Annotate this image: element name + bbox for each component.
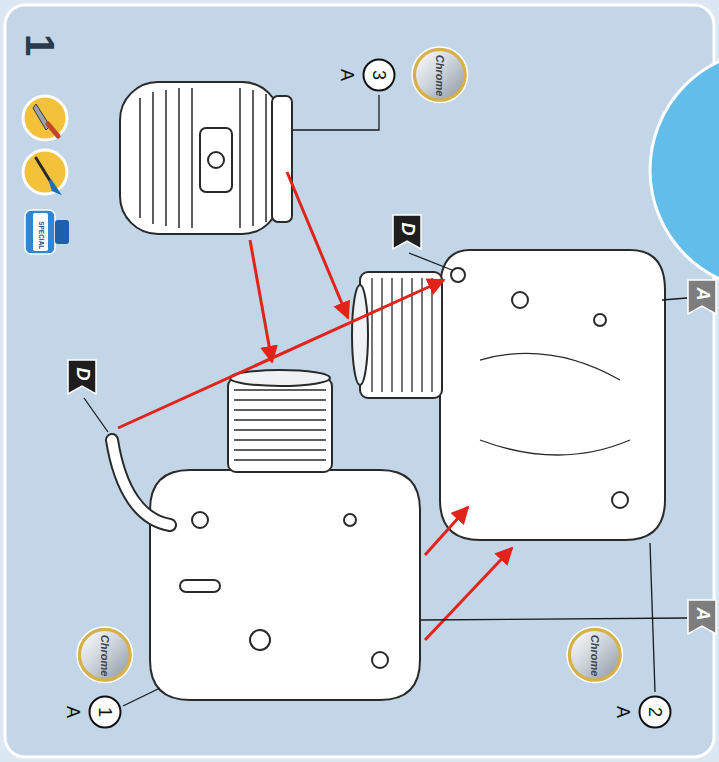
flag-shape xyxy=(688,600,716,634)
cooling-fins xyxy=(234,390,326,460)
callout-number: 3 xyxy=(370,58,388,92)
cylinder-bore xyxy=(230,370,330,386)
flag-letter: A xyxy=(693,608,711,621)
callout-marker: 3A xyxy=(332,58,396,92)
leader-lines xyxy=(84,95,687,706)
icon-disc xyxy=(23,96,67,140)
leader-line xyxy=(123,688,160,706)
bottle-body xyxy=(25,210,55,254)
cylinder-head xyxy=(120,82,292,234)
assembly-arrow xyxy=(118,280,444,428)
cylinder xyxy=(360,272,442,398)
flag-letter: D xyxy=(398,223,416,236)
mount-hole xyxy=(372,652,388,668)
case-ridge xyxy=(480,353,630,455)
plug-boss xyxy=(200,128,232,192)
callout-number: 2 xyxy=(646,695,664,729)
badge-face xyxy=(571,631,619,679)
finish-label: Chrome xyxy=(435,54,446,96)
plug-hole xyxy=(208,152,224,168)
part-flag: A xyxy=(688,600,716,634)
finish-label: Chrome xyxy=(100,634,111,676)
pipe-socket xyxy=(451,268,465,282)
mount-hole xyxy=(250,630,270,650)
assembly-arrow xyxy=(287,172,348,318)
callout-marker: 2A xyxy=(608,695,672,729)
badge-face xyxy=(416,51,464,99)
case-body xyxy=(150,470,420,700)
product-label: SPECIAL xyxy=(37,221,44,249)
mount-hole xyxy=(344,514,356,526)
part-flag: D xyxy=(68,360,96,394)
pipe-outline xyxy=(112,440,170,525)
cylinder-bore xyxy=(352,285,368,385)
badge-face xyxy=(81,631,129,679)
knife-handle xyxy=(48,124,58,136)
leader-line xyxy=(409,253,452,270)
brush-icon xyxy=(23,150,67,194)
chrome-badge: Chrome xyxy=(76,626,134,684)
pipe-fill xyxy=(112,440,170,525)
flag-shape xyxy=(393,215,421,249)
mount-hole xyxy=(192,512,208,528)
part-letter: A xyxy=(614,697,632,727)
knife-icon xyxy=(23,96,67,140)
leader-line xyxy=(293,95,379,130)
product-label-box: SPECIAL xyxy=(26,223,54,241)
part-flag: A xyxy=(688,280,716,314)
mount-hole xyxy=(612,492,628,508)
page-tab xyxy=(650,50,719,290)
badge-ring xyxy=(77,627,133,683)
part-flag: D xyxy=(393,215,421,249)
head-flange xyxy=(272,96,292,222)
step-number-box: 1 xyxy=(29,25,51,65)
leader-line xyxy=(650,543,655,692)
flag-shape xyxy=(68,360,96,394)
brush-tip xyxy=(50,180,58,192)
badge-ring xyxy=(412,47,468,103)
leader-line xyxy=(84,398,108,432)
chrome-badge: Chrome xyxy=(566,626,624,684)
bottle-cap xyxy=(55,220,69,244)
intake-pipe xyxy=(112,440,170,525)
cooling-fins xyxy=(140,88,266,228)
glue-bottle-icon xyxy=(25,210,69,254)
mount-hole xyxy=(594,314,606,326)
assembly-arrows xyxy=(118,172,512,640)
head-body xyxy=(120,82,280,234)
callout-marker: 1A xyxy=(58,695,122,729)
cylinder xyxy=(228,378,332,472)
assembly-arrow xyxy=(425,548,512,640)
flag-letter: D xyxy=(73,368,91,381)
icon-disc xyxy=(23,150,67,194)
step-number: 1 xyxy=(20,34,60,56)
callout-number: 1 xyxy=(96,695,114,729)
part-letter: A xyxy=(64,697,82,727)
chrome-badge: Chrome xyxy=(411,46,469,104)
mount-hole xyxy=(512,292,528,308)
flag-shape xyxy=(688,280,716,314)
crankcase-left xyxy=(150,370,420,700)
finish-label: Chrome xyxy=(590,634,601,676)
leader-line xyxy=(421,618,687,620)
assembly-arrow xyxy=(425,507,468,555)
assembly-arrow xyxy=(250,240,272,362)
flag-letter: A xyxy=(693,288,711,301)
case-body xyxy=(440,250,665,540)
case-slot xyxy=(180,580,220,592)
cooling-fins xyxy=(372,278,432,392)
leader-line xyxy=(662,298,687,300)
part-letter: A xyxy=(338,60,356,90)
bottle-label xyxy=(33,213,48,251)
badge-ring xyxy=(567,627,623,683)
step-panel xyxy=(5,5,714,757)
